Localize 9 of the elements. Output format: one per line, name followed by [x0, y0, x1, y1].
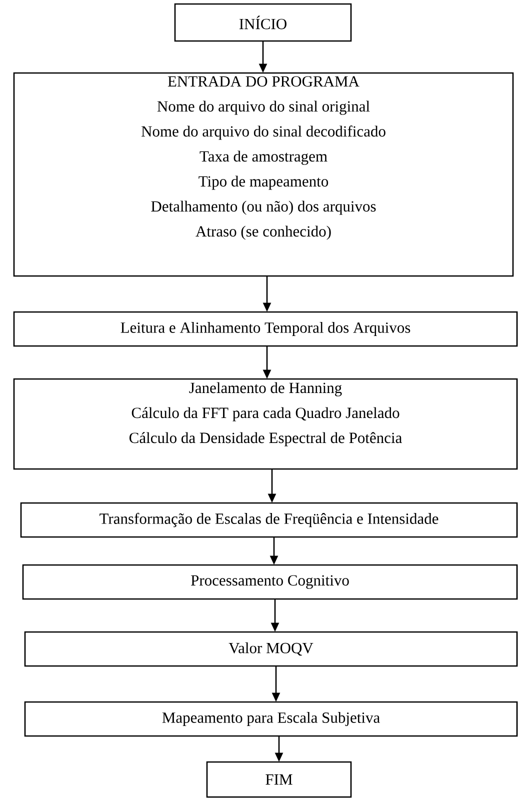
- process-box: Janelamento de Hanning Cálculo da FFT para cada Quadro Janelado Cálculo da Densidade Espectral de Potência: [13, 378, 518, 470]
- process-box: Leitura e Alinhamento Temporal dos Arquivos: [13, 311, 518, 347]
- process-box: Mapeamento para Escala Subjetiva: [24, 701, 518, 737]
- end-box: FIM: [206, 761, 352, 798]
- process-box: Transformação de Escalas de Freqüência e Intensidade: [20, 502, 518, 538]
- start-box: INÍCIO: [174, 3, 352, 42]
- process-box: ENTRADA DO PROGRAMA Nome do arquivo do sinal original Nome do arquivo do sinal decodificado Taxa de amostragem Tipo de mapeamento Detalhamento (ou não) dos arquivos Atraso (se conhecido): [13, 72, 514, 277]
- process-box: Valor MOQV: [24, 631, 518, 667]
- process-box: Processamento Cognitivo: [22, 564, 518, 600]
